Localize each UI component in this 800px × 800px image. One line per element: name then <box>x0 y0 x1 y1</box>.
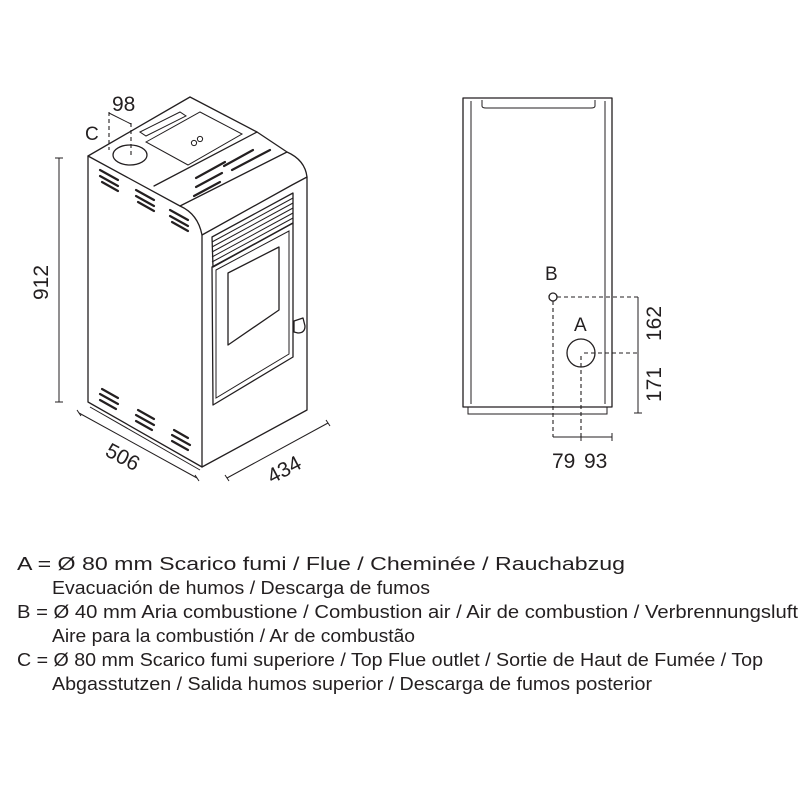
dim-height <box>55 157 63 403</box>
rear-top-lip <box>481 100 596 109</box>
legend-line-c: C = Ø 80 mm Scarico fumi superiore / Top… <box>17 650 763 670</box>
base-plinth <box>89 406 201 471</box>
stove-iso-view: 98 C 912 <box>30 93 331 489</box>
stove-side-face <box>87 155 203 468</box>
legend-line-a-cont: Evacuación de humos / Descarga de fumos <box>52 578 430 598</box>
label-b: B <box>545 264 558 285</box>
dim-79: 79 <box>552 450 575 473</box>
legend-line-c-cont: Abgasstutzen / Salida humos superior / D… <box>52 674 652 694</box>
top-knob <box>190 139 198 147</box>
dim-93: 93 <box>584 450 607 473</box>
top-vent <box>230 148 272 172</box>
flue-outlet-a <box>566 338 596 368</box>
top-vent <box>194 160 227 180</box>
dim-171: 171 <box>643 367 666 402</box>
top-rear-step <box>153 131 258 187</box>
dim-98: 98 <box>112 93 135 116</box>
dim-width <box>224 419 331 482</box>
stove-rear-view: B A 162 171 79 93 <box>462 97 666 473</box>
side-vents <box>98 168 192 452</box>
label-c: C <box>85 124 99 145</box>
dim-vertical <box>634 297 642 414</box>
top-vent <box>194 171 224 189</box>
legend-line-a: A = Ø 80 mm Scarico fumi / Flue / Chemin… <box>17 554 625 574</box>
inlet-b <box>548 292 558 302</box>
label-a: A <box>574 315 587 336</box>
legend: A = Ø 80 mm Scarico fumi / Flue / Chemin… <box>17 554 798 694</box>
top-flue-outlet-c <box>112 144 148 166</box>
top-access-panel <box>144 111 244 166</box>
door-inner-frame <box>215 230 290 399</box>
rear-outline <box>462 97 613 408</box>
legend-line-b-cont: Aire para la combustión / Ar de combustã… <box>52 626 415 646</box>
stove-top-surface <box>87 96 308 207</box>
door-window <box>227 246 280 346</box>
c-dim-line <box>108 112 132 125</box>
rear-plinth <box>467 406 608 415</box>
dim-horizontal <box>553 433 613 441</box>
dim-434: 434 <box>264 452 306 489</box>
dim-912: 912 <box>30 265 53 300</box>
dim-depth <box>76 409 200 482</box>
dim-162: 162 <box>643 306 666 341</box>
door-handle <box>293 317 306 334</box>
top-slot <box>139 111 187 137</box>
stove-door <box>211 222 294 406</box>
top-knob-2 <box>196 135 204 143</box>
top-vent <box>222 148 255 168</box>
top-vent <box>192 180 222 198</box>
grille-slats <box>211 197 294 263</box>
legend-line-b: B = Ø 40 mm Aria combustione / Combustio… <box>17 602 798 622</box>
stove-front-face <box>201 176 308 468</box>
